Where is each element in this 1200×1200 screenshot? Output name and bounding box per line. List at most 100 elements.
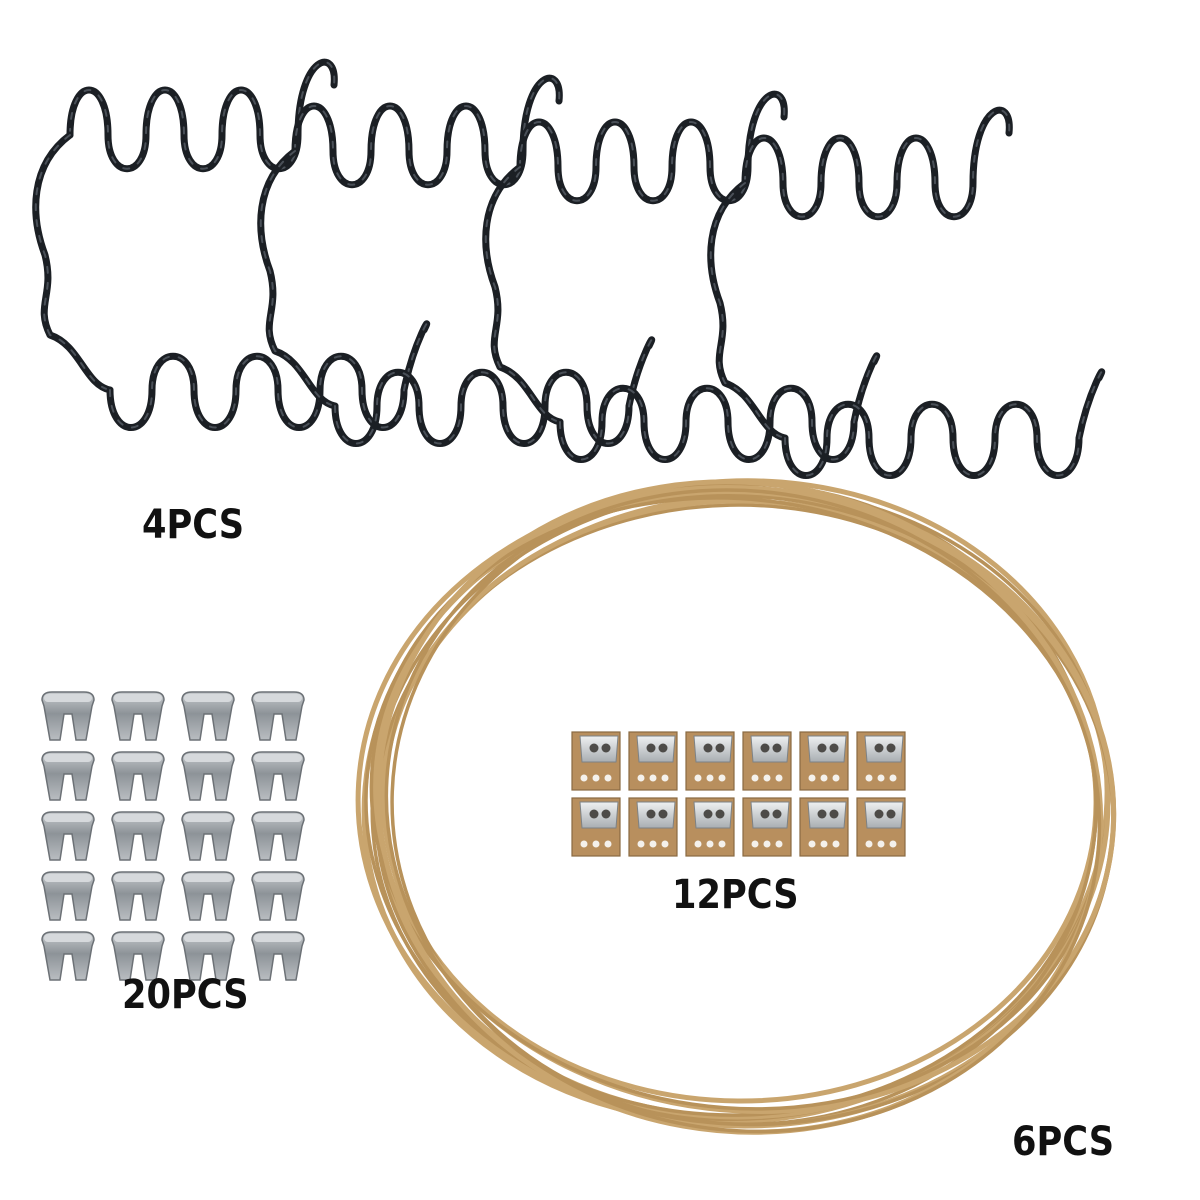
bracket-base-hole (580, 774, 588, 782)
spring-clip-1 (41, 691, 95, 741)
bracket-tab-hole (760, 809, 770, 819)
clip-top-edge (254, 754, 302, 762)
bracket-base-hole (694, 840, 702, 848)
spring-clip-17 (41, 931, 95, 981)
spring-clip-18 (111, 931, 165, 981)
clip-top-edge (254, 814, 302, 822)
spring-bracket-7 (571, 797, 621, 857)
clip-top-edge (44, 874, 92, 882)
clip-top-edge (184, 814, 232, 822)
bracket-base-hole (649, 840, 657, 848)
spring-1-segment-3 (106, 320, 431, 431)
spring-2-segment-3 (331, 336, 656, 447)
bracket-tab-hole (772, 809, 782, 819)
clip-top-edge (254, 694, 302, 702)
bracket-base-hole (877, 774, 885, 782)
bracket-base-hole (832, 774, 840, 782)
spring-clip-5 (41, 751, 95, 801)
bracket-base-hole (649, 774, 657, 782)
bracket-tab-hole (772, 743, 782, 753)
bracket-base-hole (604, 774, 612, 782)
spring-clip-7 (181, 751, 235, 801)
brackets-count-label: 12PCS (672, 872, 799, 918)
bracket-tab-hole (874, 743, 884, 753)
wire-coil (355, 478, 1117, 1135)
clip-top-edge (114, 814, 162, 822)
spring-bracket-5 (799, 731, 849, 791)
bracket-tab (636, 735, 676, 763)
spring-clip-3 (181, 691, 235, 741)
spring-bracket-9 (685, 797, 735, 857)
clip-top-edge (184, 934, 232, 942)
clip-body (41, 871, 95, 921)
bracket-tab-hole (658, 809, 668, 819)
spring-bracket-11 (799, 797, 849, 857)
bracket-base-hole (661, 774, 669, 782)
clip-top-edge (114, 754, 162, 762)
spring-clip-12 (251, 811, 305, 861)
clip-top-edge (44, 694, 92, 702)
spring-clip-8 (251, 751, 305, 801)
clip-body (41, 691, 95, 741)
clip-body (181, 751, 235, 801)
spring-bracket-6 (856, 731, 906, 791)
bracket-tab (807, 801, 847, 829)
wire-strand-8 (364, 493, 1115, 1127)
zigzag-springs (32, 58, 1106, 479)
spring-clip-19 (181, 931, 235, 981)
bracket-tab-hole (703, 809, 713, 819)
bracket-tab (636, 801, 676, 829)
spring-4-highlight-1 (744, 109, 1011, 218)
clip-body (181, 811, 235, 861)
bracket-base-hole (592, 774, 600, 782)
spring-1-segment-2 (32, 131, 114, 394)
spring-bracket-3 (685, 731, 735, 791)
bracket-tab-hole (715, 743, 725, 753)
clip-body (41, 811, 95, 861)
spring-brackets (571, 731, 906, 857)
bracket-tab-hole (874, 809, 884, 819)
clip-body (251, 931, 305, 981)
bracket-base-hole (637, 840, 645, 848)
spring-bracket-1 (571, 731, 621, 791)
bracket-tab-hole (589, 809, 599, 819)
wire-strand-7 (355, 484, 1117, 1129)
bracket-tab-hole (658, 743, 668, 753)
bracket-tab-hole (829, 743, 839, 753)
bracket-base-hole (592, 840, 600, 848)
clip-body (111, 871, 165, 921)
clip-top-edge (44, 814, 92, 822)
clip-body (111, 811, 165, 861)
bracket-base-hole (889, 774, 897, 782)
spring-2-segment-2 (257, 147, 339, 410)
bracket-base-hole (775, 840, 783, 848)
spring-4-segment-1 (741, 106, 1013, 221)
bracket-base-hole (706, 774, 714, 782)
spring-clip-20 (251, 931, 305, 981)
bracket-tab-hole (601, 743, 611, 753)
bracket-base-hole (775, 774, 783, 782)
clip-body (251, 751, 305, 801)
spring-4-segment-3 (781, 368, 1106, 479)
wire-strand-10 (369, 496, 1103, 1111)
bracket-tab (579, 735, 619, 763)
wire-strand-2 (370, 486, 1110, 1122)
spring-bracket-10 (742, 797, 792, 857)
bracket-base-hole (865, 774, 873, 782)
clips-count-label: 20PCS (122, 972, 249, 1018)
spring-clip-14 (111, 871, 165, 921)
bracket-base-hole (694, 774, 702, 782)
bracket-base-hole (889, 840, 897, 848)
spring-clip-15 (181, 871, 235, 921)
spring-clip-13 (41, 871, 95, 921)
clip-top-edge (44, 754, 92, 762)
bracket-tab (864, 735, 904, 763)
clip-top-edge (184, 874, 232, 882)
clip-body (251, 811, 305, 861)
bracket-tab-hole (829, 809, 839, 819)
bracket-tab (807, 735, 847, 763)
bracket-base-hole (865, 840, 873, 848)
bracket-tab-hole (760, 743, 770, 753)
